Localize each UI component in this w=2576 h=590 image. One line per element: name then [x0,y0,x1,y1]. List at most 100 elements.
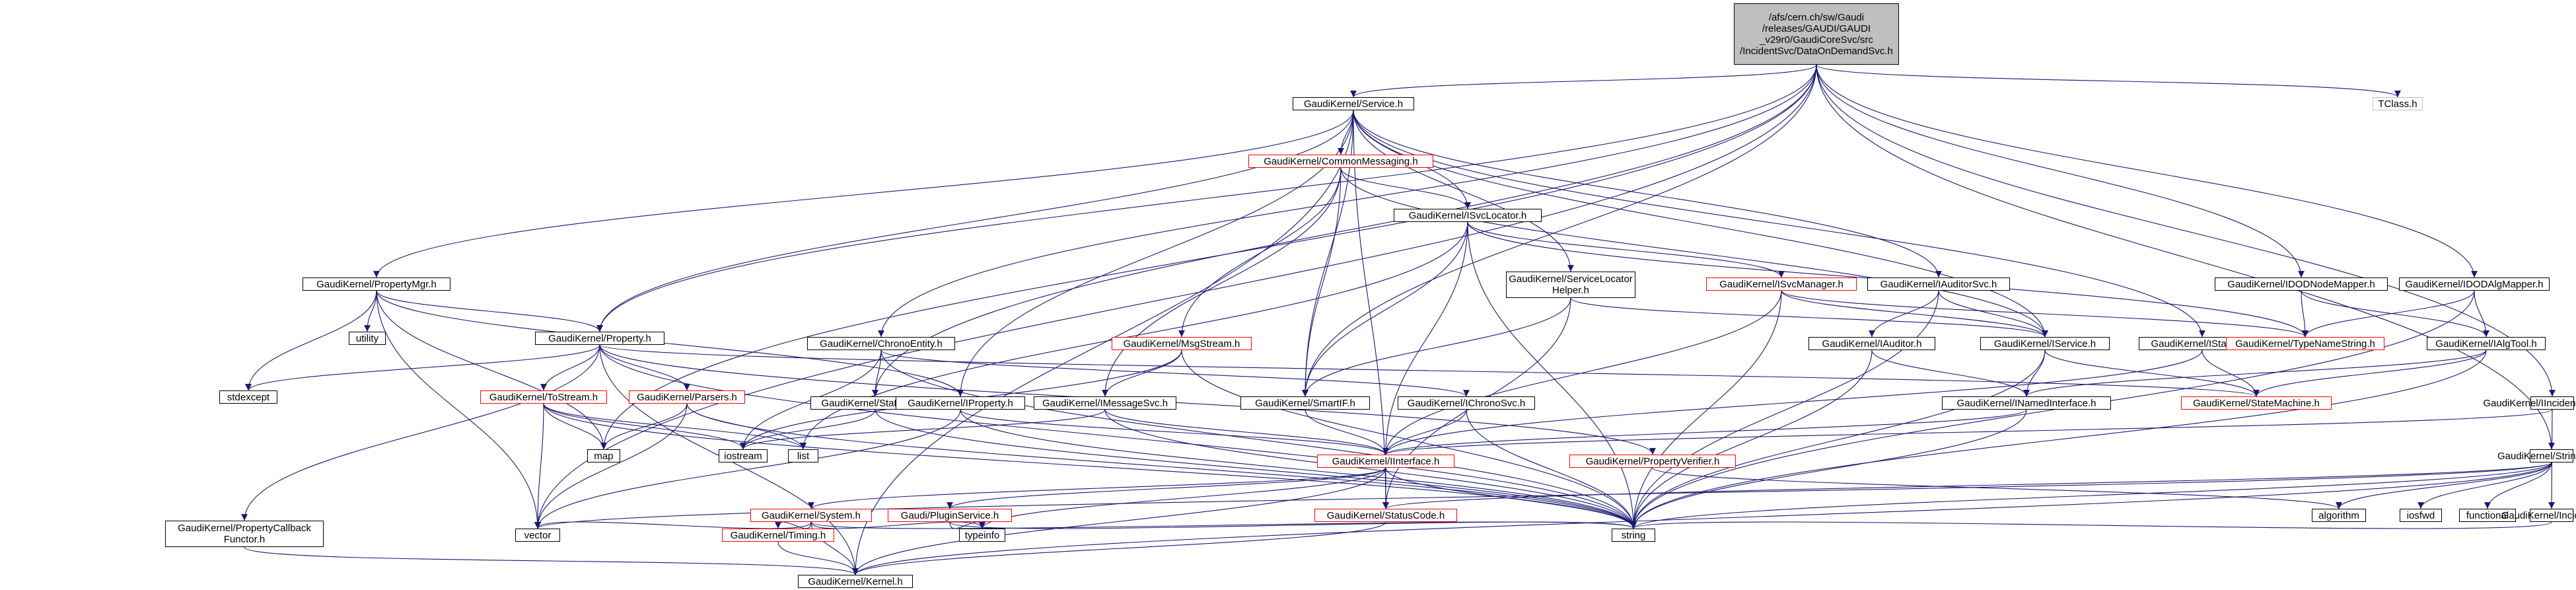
node-property[interactable]: GaudiKernel/Property.h [535,332,664,345]
node-stdexcept[interactable]: stdexcept [219,390,277,404]
edge-root-to-map [600,64,1817,450]
edge-system-to-vector [534,521,812,529]
edge-system-to-typeinfo [810,521,985,529]
node-parsers[interactable]: GaudiKernel/Parsers.h [629,390,745,404]
edge-service-to-propmgr [373,110,1354,278]
edge-iauditorsvc-to-iservice [1938,290,2048,338]
edge-service-to-svclochelper [1353,110,1574,272]
node-kernel[interactable]: GaudiKernel/Kernel.h [798,575,913,588]
node-iosfwd[interactable]: iosfwd [2400,509,2442,522]
node-statuscode[interactable]: GaudiKernel/StatusCode.h [1314,509,1457,522]
node-utility[interactable]: utility [349,332,386,345]
node-map[interactable]: map [587,449,620,462]
node-gpluginservice[interactable]: Gaudi/PluginService.h [888,509,1012,522]
edge-iauditor-to-inamedinterface [1871,350,2030,397]
edge-iddnodemapper-to-ialgtool [2301,290,2489,338]
node-iproperty[interactable]: GaudiKernel/IProperty.h [896,396,1025,410]
node-ichronosvc[interactable]: GaudiKernel/IChronoSvc.h [1398,396,1535,410]
node-isvclocator[interactable]: GaudiKernel/ISvcLocator.h [1394,209,1542,222]
edge-isvcmanager-to-string [1630,290,1782,529]
node-iservice[interactable]: GaudiKernel/IService.h [1980,337,2110,350]
node-iinterface[interactable]: GaudiKernel/IInterface.h [1317,455,1454,468]
node-string[interactable]: string [1612,529,1655,542]
edge-isvcmanager-to-iinterface [1382,290,1782,455]
edge-system-to-timing [775,521,812,529]
edge-idodalgmapper-to-string [1630,290,2475,529]
edge-incident-to-string [1630,521,2552,529]
edge-service-to-iservice [1353,110,2048,338]
node-statemachine[interactable]: GaudiKernel/StateMachine.h [2181,396,2332,410]
node-incident[interactable]: GaudiKernel/Incident.h [2501,509,2576,522]
node-iauditorsvc[interactable]: GaudiKernel/IAuditorSvc.h [1867,277,2010,291]
node-ialgtool[interactable]: GaudiKernel/IAlgTool.h [2427,337,2546,350]
edge-stringkey-to-vector [534,462,2552,529]
node-propcallback[interactable]: GaudiKernel/PropertyCallback Functor.h [165,521,324,547]
edge-iproperty-to-iinterface [960,409,1389,455]
edge-commonmsg-to-imessagesvc [1102,167,1342,397]
node-propmgr[interactable]: GaudiKernel/PropertyMgr.h [303,277,450,291]
node-typenamestring[interactable]: GaudiKernel/TypeNameString.h [2226,337,2384,350]
node-chronoentity[interactable]: GaudiKernel/ChronoEntity.h [807,337,955,350]
edge-service-to-property [596,110,1354,332]
node-idodalgmapper[interactable]: GaudiKernel/IDODAlgMapper.h [2399,277,2550,291]
node-inamedinterface[interactable]: GaudiKernel/INamedInterface.h [1942,396,2111,410]
edge-property-to-statemachine [599,344,2260,397]
edge-isvcmanager-to-typenamestring [1781,290,2308,338]
edge-stringkey-to-algorithm [2336,462,2552,509]
node-list[interactable]: list [788,449,818,462]
node-functional[interactable]: functional [2459,509,2516,522]
node-msgstream[interactable]: GaudiKernel/MsgStream.h [1112,337,1252,350]
edge-commonmsg-to-isvclocator [1340,167,1471,209]
edge-parsers-to-string [686,403,1637,529]
edge-imessagesvc-to-string [1104,409,1637,529]
edge-root-to-iddnodemapper [1816,64,2305,278]
edge-tostream-to-string [543,403,1637,529]
edge-root-to-smartif [1302,64,1817,397]
node-tclass[interactable]: TClass.h [2373,97,2423,110]
edge-root-to-idodalgmapper [1816,64,2478,278]
node-algorithm[interactable]: algorithm [2312,509,2366,522]
edge-gpluginservice-to-typeinfo [949,521,985,529]
edge-root-to-stringkey [1816,64,2555,450]
edge-parsers-to-map [600,403,688,450]
node-propverifier[interactable]: GaudiKernel/PropertyVerifier.h [1569,455,1736,468]
node-smartif[interactable]: GaudiKernel/SmartIF.h [1240,396,1370,410]
node-timing[interactable]: GaudiKernel/Timing.h [722,529,834,542]
node-system[interactable]: GaudiKernel/System.h [750,509,872,522]
node-tostream[interactable]: GaudiKernel/ToStream.h [480,390,607,404]
edge-commonmsg-to-smartif [1302,167,1342,397]
edge-gpluginservice-to-string [949,521,1637,529]
edge-ialgtool-to-string [1630,350,2487,529]
edge-iincidentlistener-to-iinterface [1382,409,2553,455]
node-vector[interactable]: vector [515,529,560,542]
edge-inamedinterface-to-string [1630,409,2027,529]
node-typeinfo[interactable]: typeinfo [959,529,1005,542]
edge-svclochelper-to-iservice [1570,297,2048,338]
node-iauditor[interactable]: GaudiKernel/IAuditor.h [1808,337,1935,350]
edge-chronoentity-to-statentity [872,350,882,397]
edge-ialgtool-to-inamedinterface [2023,350,2487,397]
edge-ichronosvc-to-string [1466,409,1637,529]
node-stringkey[interactable]: GaudiKernel/StringKey.h [2497,449,2576,462]
edge-root-to-chronoentity [878,64,1817,338]
edge-root-to-property [596,64,1817,332]
node-iostream[interactable]: iostream [719,449,768,462]
node-imessagesvc[interactable]: GaudiKernel/IMessageSvc.h [1034,396,1176,410]
edge-stringkey-to-iosfwd [2417,462,2552,509]
node-iddnodemapper[interactable]: GaudiKernel/IDODNodeMapper.h [2215,277,2388,291]
edge-property-to-propcallback [241,344,600,521]
edge-idodalgmapper-to-ialgtool [2474,290,2489,338]
node-service[interactable]: GaudiKernel/Service.h [1293,97,1414,110]
edge-stringkey-to-string [1630,462,2552,529]
node-iincidentlistener[interactable]: GaudiKernel/IIncidentListener.h [2483,396,2576,410]
edge-root-to-service [1350,64,1817,98]
node-svclochelper[interactable]: GaudiKernel/ServiceLocator Helper.h [1506,272,1635,298]
edge-root-to-iincidentlistener [1816,64,2556,397]
edge-iservice-to-string [1630,350,2046,529]
node-commonmsg[interactable]: GaudiKernel/CommonMessaging.h [1248,155,1433,168]
node-isvcmanager[interactable]: GaudiKernel/ISvcManager.h [1706,277,1857,291]
edge-iinterface-to-kernel [852,467,1386,575]
edge-isvcmanager-to-iservice [1781,290,2048,338]
